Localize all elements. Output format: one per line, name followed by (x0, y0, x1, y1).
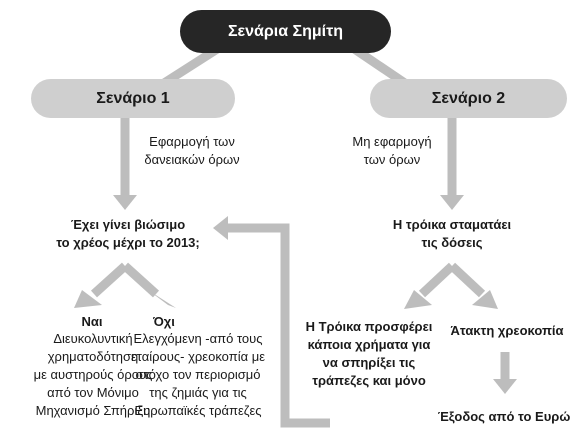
no-label: Όχι (153, 314, 175, 329)
no-description: Ελεγχόμενη -από τους εταίρους- χρεοκοπία… (114, 330, 282, 420)
yes-description-line: χρηματοδότηση (47, 349, 139, 364)
no-description-line: της ζημιάς για τις (149, 385, 247, 400)
debt-question: Έχει γίνει βιώσιμο το χρέος μέχρι το 201… (48, 216, 208, 252)
debt-question-line: Έχει γίνει βιώσιμο (70, 217, 186, 232)
yes-description: Διευκολυντική χρηματοδότηση με αυστηρούς… (18, 330, 168, 420)
scenario2-condition-line: Μη εφαρμογή (352, 134, 432, 149)
scenario1-condition-line: δανειακών όρων (144, 152, 240, 167)
troika-offer-line: τράπεζες και μόνο (312, 373, 426, 388)
scenario1-node: Σενάριο 1 (31, 79, 235, 118)
scenario2-condition: Μη εφαρμογή των όρων (342, 133, 442, 169)
troika-stops: Η τρόικα σταματάει τις δόσεις (382, 216, 522, 252)
scenario1-label: Σενάριο 1 (96, 89, 170, 107)
no-description-line: Ελεγχόμενη -από τους (133, 331, 263, 346)
connector-fork-left (90, 262, 129, 298)
arrowhead-no (148, 290, 176, 308)
root-title: Σενάρια Σημίτη (227, 22, 344, 40)
connector-troika-left (418, 262, 456, 298)
chaotic-default: Άτακτη χρεοκοπία (450, 323, 564, 338)
connector-loop-back (226, 223, 330, 428)
arrowhead-loop (213, 216, 228, 240)
no-description-line: στόχο τον περιορισμό (135, 367, 261, 382)
arrowhead-scenario2 (440, 195, 464, 210)
yes-label: Ναι (81, 314, 103, 329)
scenario2-label: Σενάριο 2 (431, 89, 506, 107)
troika-offer-line: κάποια χρήματα για (307, 337, 431, 352)
no-description-line: Ευρωπαϊκές τράπεζες (134, 403, 262, 418)
yes-description-line: από τον Μόνιμο (47, 385, 139, 400)
troika-offer: Η Τρόικα προσφέρει κάποια χρήματα για να… (296, 318, 442, 390)
arrowhead-yes (74, 290, 102, 308)
scenario1-condition-line: Εφαρμογή των (149, 134, 235, 149)
connector-troika-right (448, 262, 486, 298)
scenario2-condition-line: των όρων (363, 152, 421, 167)
troika-offer-line: Η Τρόικα προσφέρει (305, 319, 433, 334)
yes-description-line: Διευκολυντική (53, 331, 133, 346)
scenario2-node: Σενάριο 2 (370, 79, 567, 118)
root-node: Σενάρια Σημίτη (180, 10, 391, 53)
yes-description-line: Μηχανισμό Σπήριξη (35, 403, 151, 418)
scenario1-condition: Εφαρμογή των δανειακών όρων (132, 133, 252, 169)
troika-offer-line: να σπηρίξει τις (322, 355, 416, 370)
debt-question-line: το χρέος μέχρι το 2013; (56, 235, 200, 250)
euro-exit: Έξοδος από το Ευρώ (437, 409, 571, 424)
arrowhead-exit (493, 379, 517, 394)
arrowhead-scenario1 (113, 195, 137, 210)
troika-stops-line: τις δόσεις (421, 235, 483, 250)
connector-fork-right (121, 262, 160, 298)
yes-description-line: με αυστηρούς όρους (33, 367, 153, 382)
troika-stops-line: Η τρόικα σταματάει (392, 217, 512, 232)
arrowhead-troika-left (404, 290, 432, 309)
arrowhead-troika-right (472, 290, 498, 309)
no-description-line: εταίρους- χρεοκοπία με (131, 349, 265, 364)
